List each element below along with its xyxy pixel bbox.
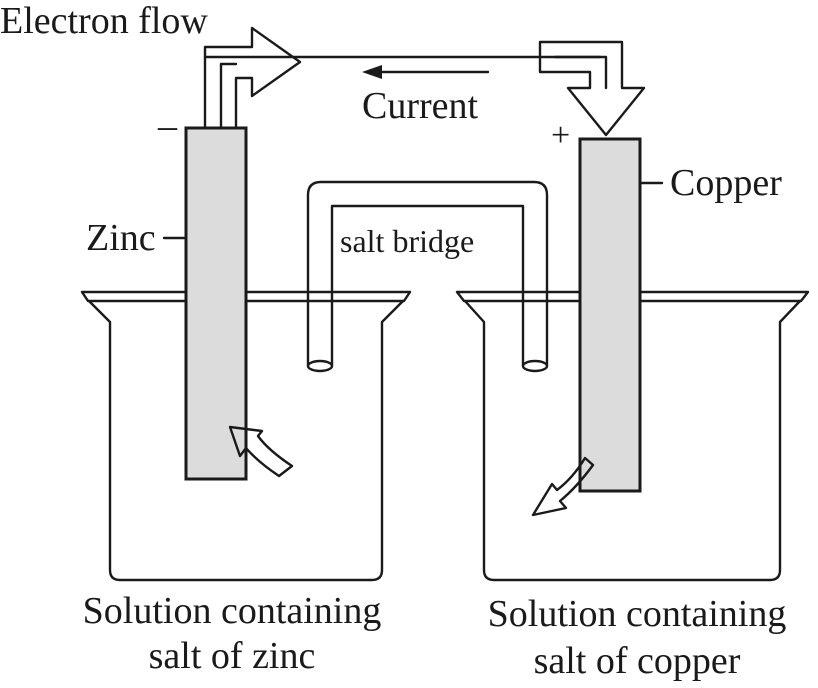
copper-electrode bbox=[578, 137, 642, 493]
copper-label: Copper bbox=[670, 162, 782, 204]
left-beaker bbox=[80, 290, 412, 582]
left-solution-label-line1: Solution containing bbox=[83, 590, 382, 632]
zinc-electrode bbox=[184, 126, 248, 481]
zinc-ion-arrow bbox=[228, 425, 294, 478]
current-arrow bbox=[362, 65, 490, 79]
electron-flow-label: Electron flow bbox=[0, 0, 208, 42]
cathode-sign: + bbox=[551, 117, 570, 154]
anode-sign: – bbox=[157, 105, 178, 147]
electron-flow-arrow-left bbox=[203, 26, 302, 130]
zinc-label: Zinc bbox=[86, 217, 156, 259]
right-beaker bbox=[455, 290, 810, 582]
right-solution-label-line2: salt of copper bbox=[534, 640, 741, 682]
current-label: Current bbox=[362, 85, 479, 127]
copper-ion-arrow bbox=[531, 456, 595, 517]
left-solution-label-line2: salt of zinc bbox=[149, 635, 316, 677]
electron-flow-arrow-right bbox=[538, 40, 646, 137]
salt-bridge bbox=[306, 180, 549, 373]
salt-bridge-label: salt bridge bbox=[340, 223, 474, 259]
right-solution-label-line1: Solution containing bbox=[488, 593, 787, 635]
